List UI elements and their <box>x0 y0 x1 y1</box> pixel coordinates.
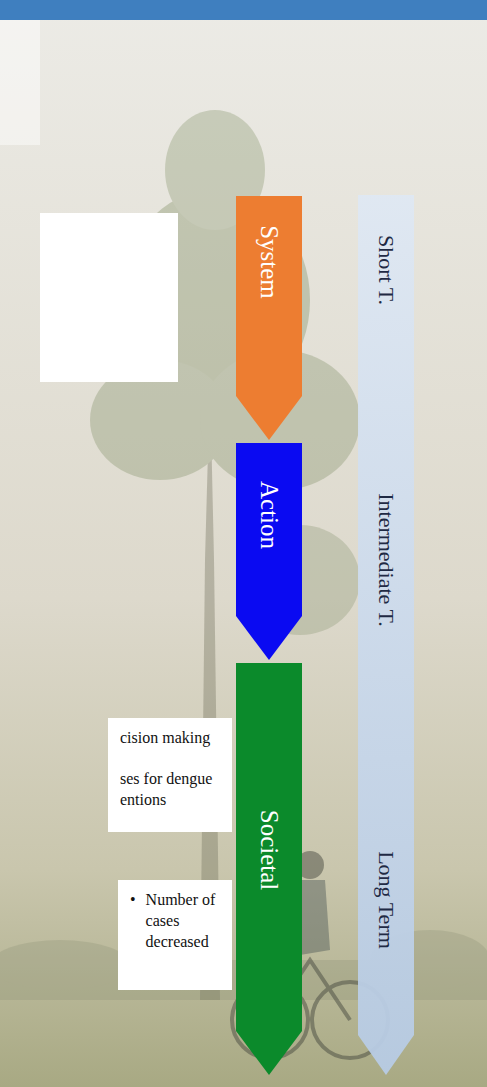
timeline-label: Intermediate T. <box>375 493 397 627</box>
blank-box <box>40 213 178 382</box>
chevron-label: Societal <box>257 810 282 891</box>
stage-chevron: System <box>236 196 302 440</box>
box-text: ses for dengue entions <box>120 769 220 811</box>
arrow-outline <box>236 196 302 440</box>
timeline-label: Short T. <box>375 235 397 305</box>
box-content: cision making ses for dengue entions <box>108 718 232 820</box>
side-panel <box>0 20 40 145</box>
note-box: cision making ses for dengue entions <box>108 718 232 832</box>
chevron-shape <box>236 443 302 660</box>
note-box: • Number of cases decreased <box>118 880 232 990</box>
timeline-label: Long Term <box>375 851 397 949</box>
box-content: • Number of cases decreased <box>118 880 232 962</box>
chevron-label: System <box>257 225 282 299</box>
bullet: • <box>130 890 136 911</box>
top-bar <box>0 0 487 20</box>
box-text: cision making <box>120 728 220 749</box>
timeline-arrow: Short T. Intermediate T. Long Term <box>358 195 414 1075</box>
arrow-outline <box>236 443 302 660</box>
arrow-outline <box>358 195 414 1075</box>
stage-chevron: Societal <box>236 663 302 1075</box>
stage-chevron: Action <box>236 443 302 660</box>
arrow-outline <box>236 663 302 1075</box>
chevron-label: Action <box>257 481 282 549</box>
box-text: Number of cases decreased <box>146 890 220 952</box>
